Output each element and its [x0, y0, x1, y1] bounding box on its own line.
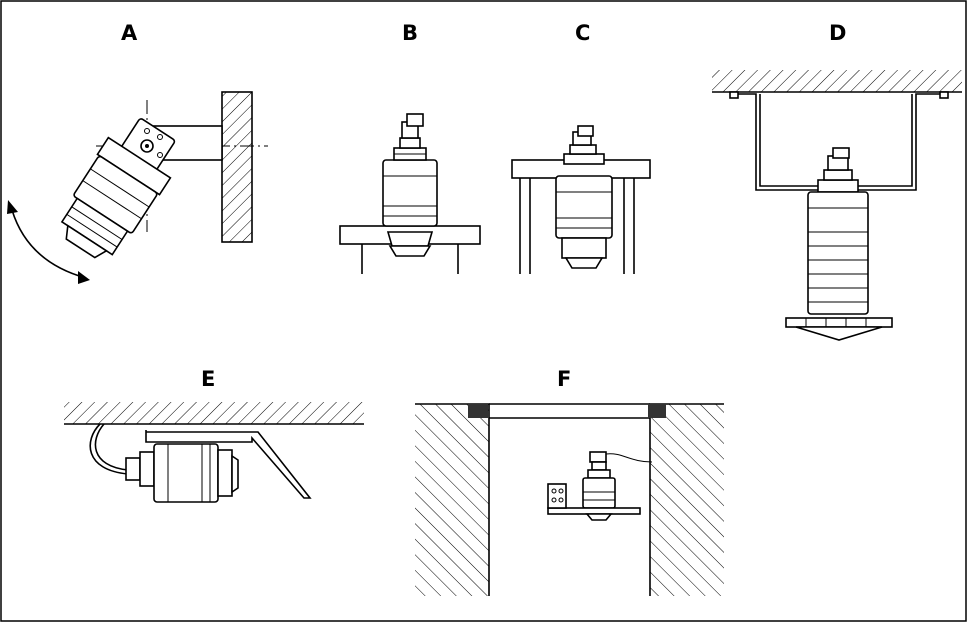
ceiling-e: [64, 402, 364, 424]
sensor-e: [153, 443, 219, 503]
shaft-wall-left: [415, 404, 489, 596]
sensor-f: [582, 477, 616, 509]
tilt-arrow: [11, 209, 87, 279]
sensor-a-tilted: [60, 118, 176, 259]
sensor-c: [555, 175, 613, 239]
mounting-b-flange: [339, 113, 481, 274]
label-e: E: [201, 367, 216, 391]
shelf-f: [547, 507, 641, 515]
sensor-d-horn: [807, 191, 869, 315]
label-f: F: [557, 367, 572, 391]
label-c: C: [575, 21, 591, 45]
shaft-wall-right: [650, 404, 724, 596]
label-a: A: [121, 21, 138, 45]
label-b: B: [402, 21, 419, 45]
ceiling-d: [712, 70, 962, 92]
mounting-a-wall-bracket: [7, 91, 268, 284]
mounting-d-ceiling: [712, 70, 962, 341]
label-d: D: [829, 21, 847, 45]
mounting-c-frame: [511, 125, 651, 274]
wall-a: [221, 91, 253, 243]
mounting-e-horizontal: [64, 402, 364, 503]
mounting-f-shaft: [415, 403, 724, 596]
bracket-e: [145, 430, 312, 499]
